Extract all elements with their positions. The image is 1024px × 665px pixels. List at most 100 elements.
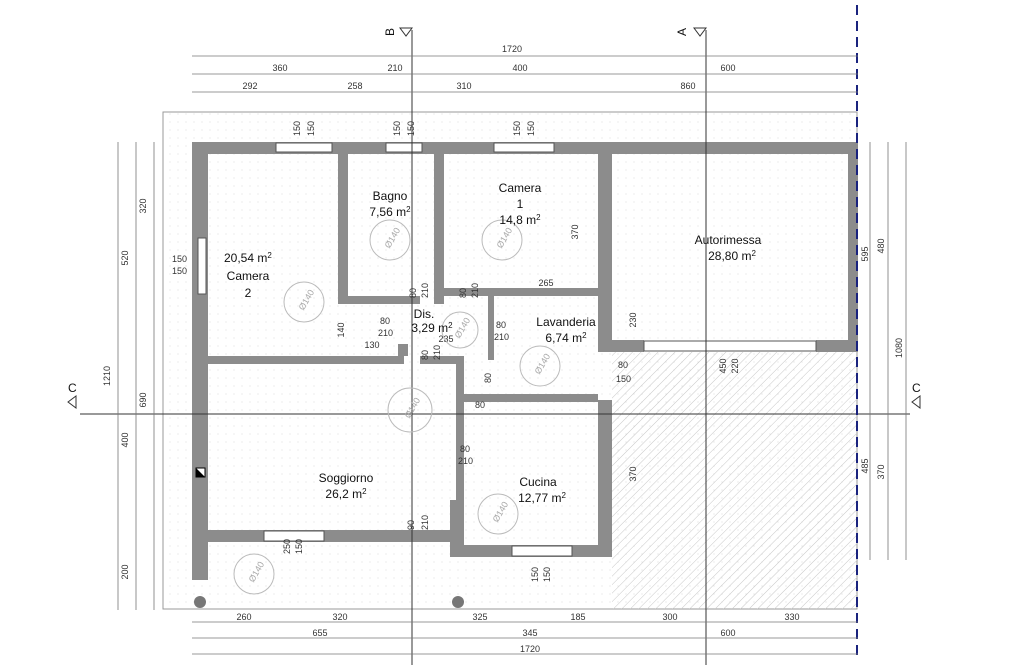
window-top3-w: 150 (512, 121, 522, 136)
top-row2-dim-4: 860 (680, 81, 695, 91)
left-dim-4: 690 (138, 392, 148, 407)
misc-dim-dis-h: 140 (336, 322, 346, 337)
top-row1-dim-1: 360 (272, 63, 287, 73)
section-a-label: A (675, 28, 689, 36)
room-dis-name: Dis. (414, 307, 435, 321)
pillar-left (194, 596, 206, 608)
pillar-right (452, 596, 464, 608)
top-row1-dim-2: 210 (387, 63, 402, 73)
room-soggiorno-area: 26,2 m2 (325, 487, 367, 502)
room-bagno-name: Bagno (373, 189, 408, 203)
misc-dim-lav-1: 80 (483, 373, 493, 383)
bottom-row2-dim-3: 600 (720, 628, 735, 638)
bottom-row1-dim-5: 300 (662, 612, 677, 622)
section-c-right-label: C (912, 381, 921, 395)
bottom-row2-dim-1: 655 (312, 628, 327, 638)
room-camera1-num: 1 (517, 197, 524, 211)
door-camera1-w: 80 (458, 288, 468, 298)
chimney-fill (196, 468, 205, 477)
section-markers (67, 27, 921, 409)
misc-dim-camera1-h: 370 (570, 224, 580, 239)
misc-dim-cucina-h: 370 (628, 466, 638, 481)
door-bagno-w: 80 (408, 288, 418, 298)
misc-dim-dis-w2: 235 (438, 334, 453, 344)
window-top2-h: 150 (406, 121, 416, 136)
top-row2-dim-3: 310 (456, 81, 471, 91)
window-cucina-w: 150 (530, 567, 540, 582)
bottom-row1-dim-3: 325 (472, 612, 487, 622)
bottom-row1-dim-2: 320 (332, 612, 347, 622)
door-camera2-w: 80 (380, 316, 390, 326)
room-autorimessa-name: Autorimessa (695, 233, 762, 247)
left-dim-6: 200 (120, 564, 130, 579)
door-cucina-h: 210 (458, 456, 473, 466)
room-dis-area: 3,29 m2 (411, 321, 453, 336)
left-dim-3: 1210 (102, 366, 112, 386)
misc-dim-dis-w: 130 (364, 340, 379, 350)
bottom-total-dim: 1720 (520, 644, 540, 654)
window-soggiorno-w: 150 (294, 539, 304, 554)
right-dim-1: 595 (860, 246, 870, 261)
top-total-dim: 1720 (502, 44, 522, 54)
door-soggiorno-w: 80 (420, 350, 430, 360)
door-entry-h: 210 (420, 515, 430, 530)
door-ext-lav-w: 80 (618, 360, 628, 370)
room-camera1-name: Camera (499, 181, 542, 195)
right-dimension-lines (869, 142, 907, 560)
bottom-dimension-lines (192, 621, 858, 655)
door-lav-h: 210 (494, 332, 509, 342)
top-dimension-lines (192, 55, 858, 93)
window-top1-w: 150 (292, 121, 302, 136)
bottom-row1-dim-1: 260 (236, 612, 251, 622)
garage-court-hatch (612, 352, 857, 609)
window-soggiorno-h: 250 (282, 539, 292, 554)
top-row1-dim-3: 400 (512, 63, 527, 73)
window-cucina-h: 150 (542, 567, 552, 582)
top-row2-dim-2: 258 (347, 81, 362, 91)
window-top2-w: 150 (392, 121, 402, 136)
misc-dim-lav-2: 80 (475, 400, 485, 410)
room-bagno-area: 7,56 m2 (369, 205, 411, 220)
top-row1-dim-4: 600 (720, 63, 735, 73)
section-b-label: B (383, 28, 397, 36)
misc-dim-garage-door-w: 450 (718, 358, 728, 373)
room-camera2-num: 2 (245, 286, 252, 300)
windows (197, 142, 817, 557)
room-cucina-name: Cucina (519, 475, 557, 489)
room-autorimessa-area: 28,80 m2 (708, 249, 756, 264)
window-top3-h: 150 (526, 121, 536, 136)
right-dim-3: 1080 (894, 338, 904, 358)
section-c-left-label: C (68, 381, 77, 395)
right-dim-5: 370 (876, 464, 886, 479)
room-cucina-area: 12,77 m2 (518, 491, 566, 506)
door-cucina-w: 80 (460, 444, 470, 454)
left-dim-2: 520 (120, 250, 130, 265)
door-camera1-h: 210 (470, 283, 480, 298)
window-left-w: 150 (172, 254, 187, 264)
door-soggiorno-h: 210 (432, 345, 442, 360)
room-camera2-name: Camera (227, 269, 270, 283)
window-top1-h: 150 (306, 121, 316, 136)
door-lav-w: 80 (496, 320, 506, 330)
right-dim-4: 485 (860, 458, 870, 473)
left-dim-5: 400 (120, 432, 130, 447)
section-lines (80, 30, 910, 665)
left-dim-1: 320 (138, 198, 148, 213)
top-row2-dim-1: 292 (242, 81, 257, 91)
room-soggiorno-name: Soggiorno (319, 471, 374, 485)
bottom-row1-dim-6: 330 (784, 612, 799, 622)
turning-circles (233, 219, 561, 595)
door-camera2-h: 210 (378, 328, 393, 338)
right-dim-2: 480 (876, 238, 886, 253)
left-dimension-lines (117, 142, 155, 610)
room-camera2-area: 20,54 m2 (224, 251, 272, 266)
door-bagno-h: 210 (420, 283, 430, 298)
room-lavanderia-area: 6,74 m2 (545, 331, 587, 346)
misc-dim-garage-door-h: 220 (730, 358, 740, 373)
misc-dim-camera1-w: 265 (538, 278, 553, 288)
misc-dim-garage-h: 230 (628, 312, 638, 327)
window-left-h: 150 (172, 266, 187, 276)
door-entry-w: 90 (406, 520, 416, 530)
room-camera1-area: 14,8 m2 (499, 213, 541, 228)
